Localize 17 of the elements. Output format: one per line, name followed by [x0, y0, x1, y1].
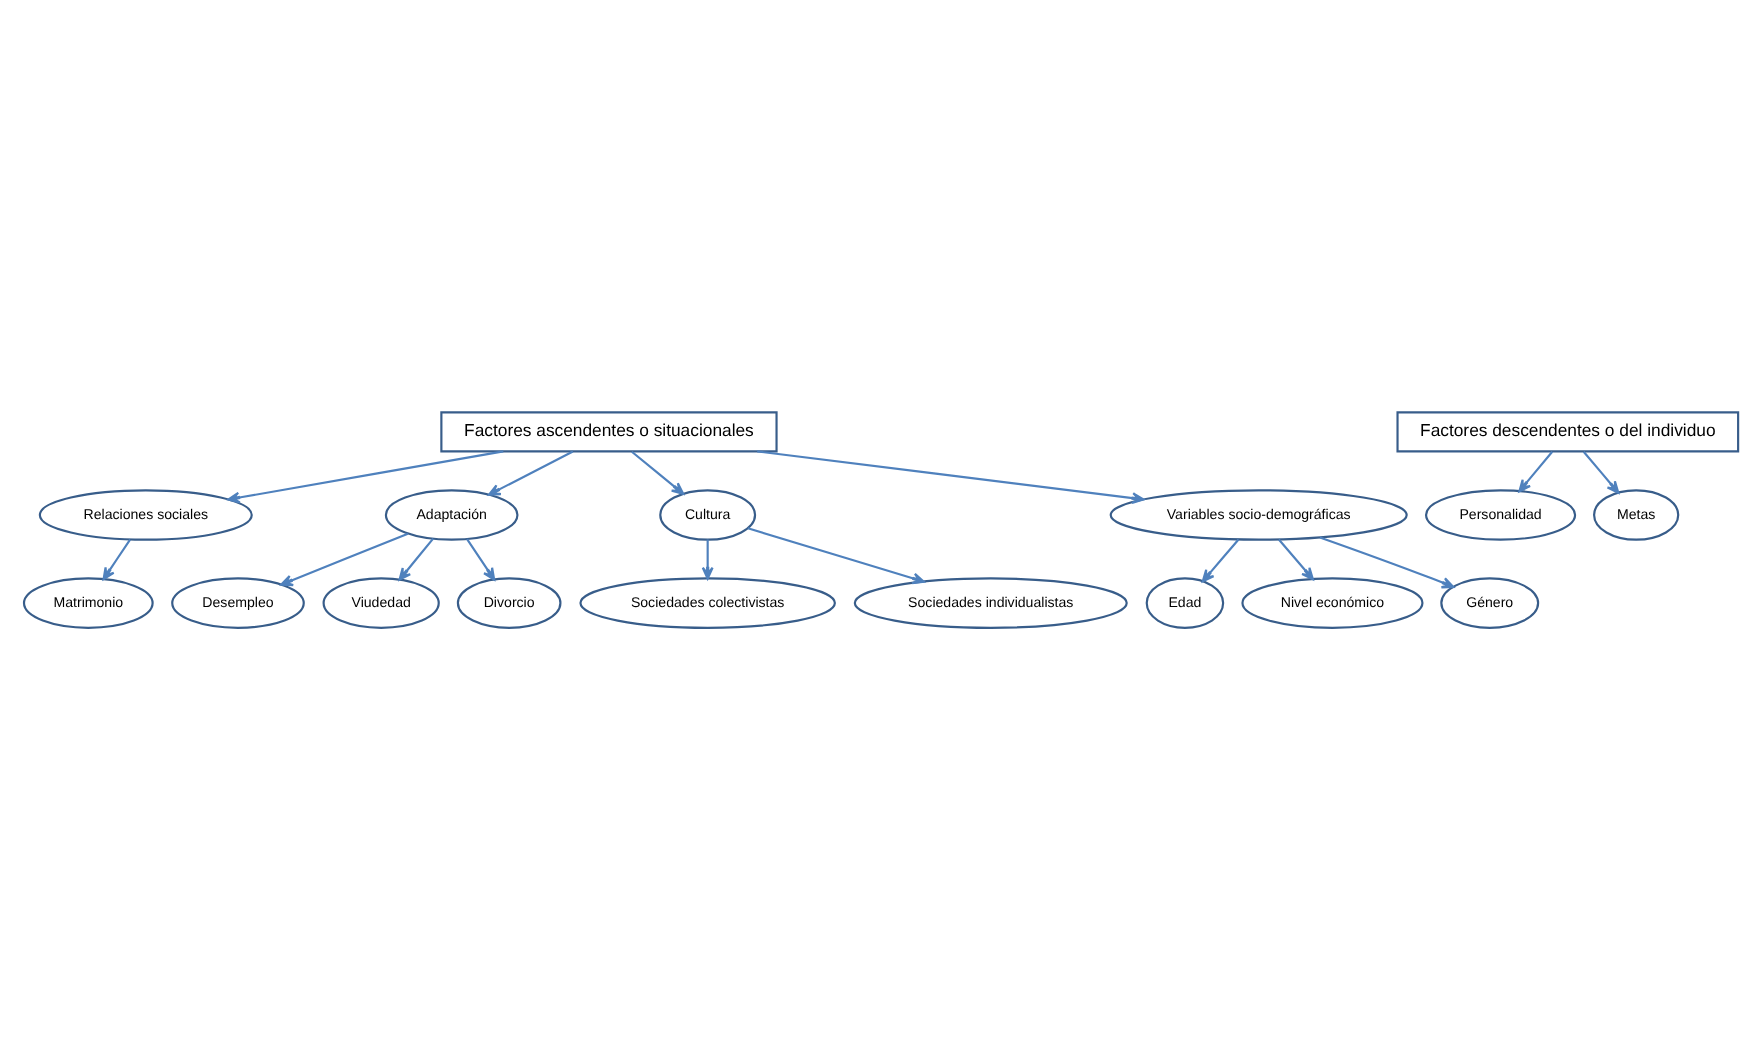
arrow	[1518, 451, 1554, 493]
node-box: Factores ascendentes o situacionales	[440, 411, 778, 453]
arrow	[1319, 536, 1455, 589]
node-box: Factores descendentes o del individuo	[1396, 411, 1740, 453]
arrow	[1582, 451, 1620, 494]
arrow	[227, 450, 504, 504]
arrow	[398, 537, 434, 581]
arrow	[747, 527, 925, 585]
arrow	[631, 450, 685, 495]
arrow	[102, 538, 131, 581]
arrow	[280, 532, 409, 587]
arrow	[701, 539, 714, 580]
arrow	[487, 450, 574, 496]
arrow	[1201, 538, 1240, 583]
arrow	[1278, 538, 1314, 581]
arrow	[466, 538, 496, 581]
arrow	[757, 450, 1145, 505]
